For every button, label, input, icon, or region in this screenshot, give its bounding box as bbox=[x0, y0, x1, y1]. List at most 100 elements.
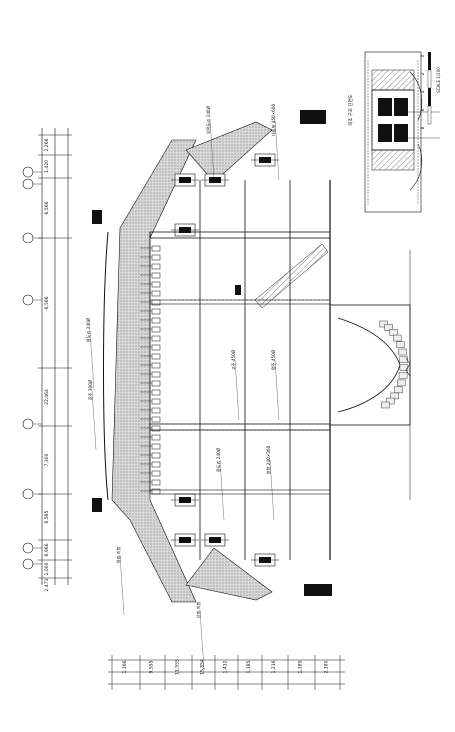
annotation-text: 장주 300Ø bbox=[87, 379, 94, 400]
rafter-end bbox=[151, 389, 161, 396]
grid-axis-bubble bbox=[22, 294, 34, 306]
grid-axis-bubble bbox=[22, 488, 34, 500]
top-dimension-label: 1,000 bbox=[44, 562, 50, 575]
top-dimension-label: 2,471 bbox=[44, 578, 50, 591]
foundation-stone bbox=[389, 329, 398, 336]
key-plan bbox=[364, 51, 440, 213]
rafter-end bbox=[151, 272, 161, 279]
rafter-end bbox=[151, 380, 161, 387]
bracket-set bbox=[171, 173, 199, 187]
lower-roof-wing-bottom bbox=[185, 547, 273, 601]
rafter-end bbox=[151, 326, 161, 333]
rafter-end bbox=[151, 317, 161, 324]
foundation-stone bbox=[398, 348, 407, 356]
bottom-dimension-label: 1,166 bbox=[122, 660, 128, 673]
bottom-dimension-label: 1,216 bbox=[271, 660, 277, 673]
annotation-text: 하층 지붕 bbox=[115, 546, 122, 563]
top-dimension-label: 6,566 bbox=[44, 296, 50, 309]
annotations: 용도리 240Ø 장주 300Ø 외목도리 240Ø 대들보 450×600 고주 45… bbox=[85, 94, 354, 671]
bracket-set bbox=[171, 493, 199, 507]
bottom-dimension-label: 9,555 bbox=[149, 660, 155, 673]
rafter-end bbox=[151, 290, 161, 297]
annotation-text: 상층 지붕 bbox=[195, 601, 202, 618]
foundation-stone bbox=[390, 392, 399, 400]
scale-label: SCALE 1/100 bbox=[436, 67, 441, 93]
rafter-end bbox=[151, 398, 161, 405]
bottom-dimension-label: 2,180 bbox=[324, 660, 330, 673]
rafter-end bbox=[151, 308, 161, 315]
foundation-stone bbox=[398, 372, 408, 379]
top-dimension-label: 6,966 bbox=[44, 543, 50, 556]
rafter-end bbox=[151, 335, 161, 342]
foundation-stone bbox=[384, 324, 393, 331]
bracket-set bbox=[201, 173, 229, 187]
bottom-dimension-label: 15,854 bbox=[200, 659, 206, 675]
rafter-end bbox=[151, 344, 161, 351]
scale-tick: 0 bbox=[420, 54, 425, 57]
foundation-stone bbox=[399, 364, 409, 371]
upper-roof-mass bbox=[111, 139, 197, 603]
lower-roof-wing-top bbox=[185, 121, 273, 183]
top-dimension-label: 6,585 bbox=[44, 510, 50, 523]
grid-axis-bubble bbox=[22, 178, 34, 190]
rafter-end bbox=[151, 245, 161, 252]
rafter-end bbox=[151, 281, 161, 288]
foundation-stone bbox=[399, 356, 408, 363]
rafter-end bbox=[151, 362, 161, 369]
bracket-set bbox=[201, 533, 229, 547]
bottom-dimension-label: 1,185 bbox=[298, 660, 304, 673]
rafter-end bbox=[151, 452, 161, 459]
foundation-stone bbox=[381, 401, 390, 409]
top-dimension-label: 6,566 bbox=[44, 201, 50, 214]
bottom-dimension-label: 1,185 bbox=[246, 660, 252, 673]
bracket-set bbox=[251, 153, 279, 167]
top-dimension-label: 22,464 bbox=[44, 389, 50, 405]
rafter-end bbox=[151, 254, 161, 261]
bracket-set bbox=[171, 533, 199, 547]
annotation-text: 평주 450Ø bbox=[270, 349, 277, 370]
annotation-text: 용도리 240Ø bbox=[85, 317, 92, 342]
top-dimension-label: 7,300 bbox=[44, 453, 50, 466]
bracket-set bbox=[171, 223, 199, 237]
rafter-end bbox=[151, 407, 161, 414]
top-dimension-label: 2,266 bbox=[44, 138, 50, 151]
bottom-dimension-label: 11,555 bbox=[175, 659, 181, 675]
top-dimension-strip: 2,266 1,420 6,566 6,566 22,464 7,300 6,585 6,96… bbox=[22, 128, 72, 591]
bracket-set bbox=[251, 553, 279, 567]
foundation-stone bbox=[396, 341, 405, 348]
scale-tick: 6 bbox=[420, 108, 425, 111]
stone-foundation bbox=[329, 180, 411, 560]
foundation-stone bbox=[397, 379, 406, 387]
rafter-end bbox=[151, 416, 161, 423]
foundation-stone bbox=[386, 397, 395, 405]
scale-bar: SCALE 1/100 0 2 4 6 8 bbox=[420, 52, 441, 129]
grid-axis-bubble bbox=[22, 418, 34, 430]
rafter-end bbox=[151, 443, 161, 450]
rafter-end bbox=[151, 353, 161, 360]
annotation-text: 창방 240×360 bbox=[265, 445, 271, 474]
bottom-dimension-strip: 1,166 9,555 11,555 15,854 1,412 1,185 1,216 1,1… bbox=[108, 655, 345, 690]
rafter-end bbox=[151, 479, 161, 486]
annotation-text: 외목도리 240Ø bbox=[205, 105, 212, 134]
grid-axis-bubble bbox=[22, 558, 34, 570]
annotation-text: 대들보 450×600 bbox=[270, 103, 277, 136]
rafter-end bbox=[151, 461, 161, 468]
bottom-dimension-label: 1,412 bbox=[223, 660, 229, 673]
scale-tick: 2 bbox=[420, 72, 425, 75]
foundation-stone bbox=[379, 320, 388, 328]
foundation-stone bbox=[393, 334, 402, 342]
scale-tick: 8 bbox=[420, 126, 425, 129]
grid-axis-bubble bbox=[22, 232, 34, 244]
annotation-text: 고주 450Ø bbox=[231, 349, 237, 370]
rafter-end bbox=[151, 470, 161, 477]
grid-axis-bubble bbox=[22, 542, 34, 554]
scale-tick: 4 bbox=[420, 90, 425, 93]
rafter-end bbox=[151, 434, 161, 441]
legend-title: 목조 구조 단면도 bbox=[347, 94, 354, 126]
rafter-end bbox=[151, 263, 161, 270]
rafter-end bbox=[151, 371, 161, 378]
annotation-text: 중도리 240Ø bbox=[215, 447, 222, 472]
top-dimension-label: 1,420 bbox=[44, 160, 50, 173]
building-section bbox=[92, 110, 411, 603]
